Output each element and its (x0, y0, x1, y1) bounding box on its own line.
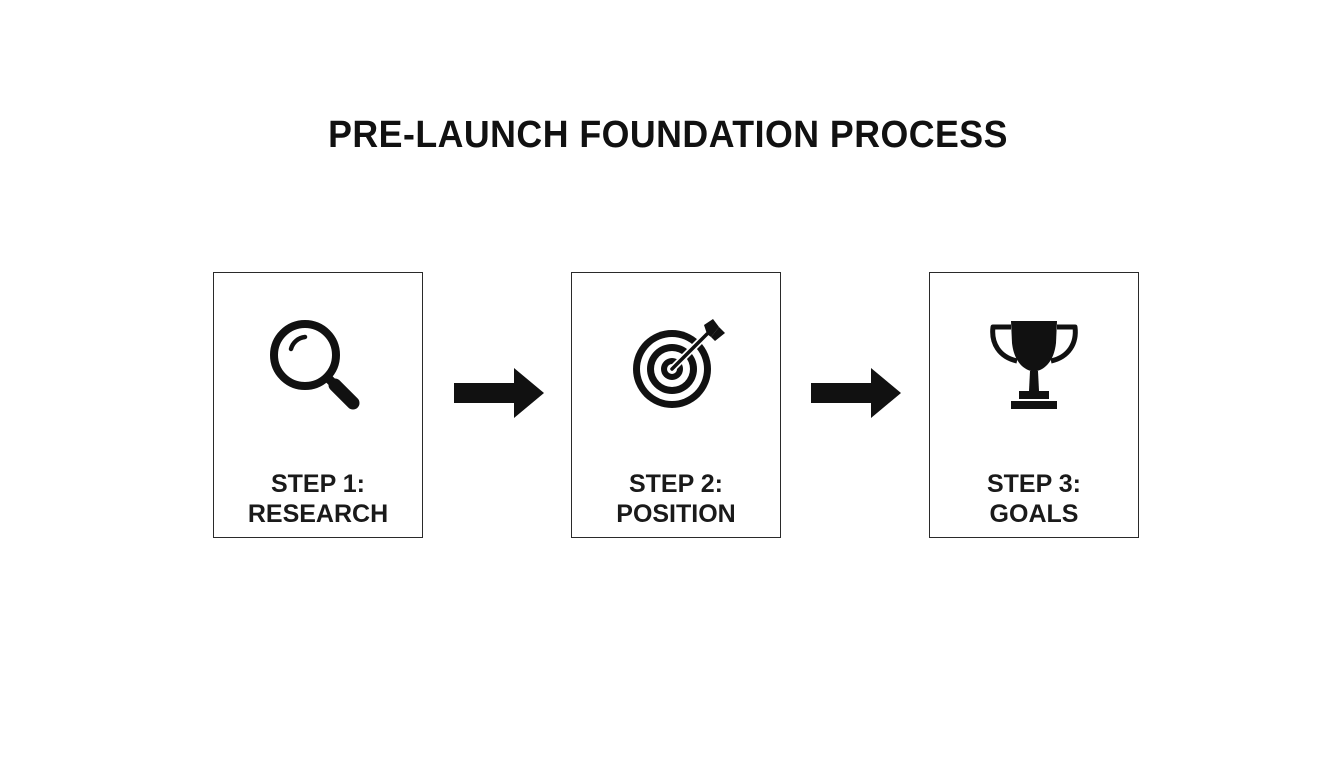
arrow-right-icon (809, 366, 903, 420)
step-1-box: STEP 1: RESEARCH (213, 272, 423, 538)
diagram-title: PRE-LAUNCH FOUNDATION PROCESS (328, 114, 1008, 156)
step-2-label: STEP 2: POSITION (572, 469, 780, 529)
step-3-label: STEP 3: GOALS (930, 469, 1138, 529)
step-3-name: GOALS (989, 500, 1079, 528)
step-3-number: STEP 3: (986, 470, 1082, 498)
step-1-number: STEP 1: (270, 470, 366, 498)
trophy-icon (979, 313, 1089, 423)
step-1-label: STEP 1: RESEARCH (214, 469, 422, 529)
step-3-box: STEP 3: GOALS (929, 272, 1139, 538)
step-2-name: POSITION (616, 500, 736, 528)
step-1-name: RESEARCH (247, 500, 389, 528)
arrow-right-icon (452, 366, 546, 420)
target-icon (621, 313, 731, 423)
step-2-box: STEP 2: POSITION (571, 272, 781, 538)
step-2-number: STEP 2: (628, 470, 724, 498)
magnifying-glass-icon (263, 313, 373, 423)
